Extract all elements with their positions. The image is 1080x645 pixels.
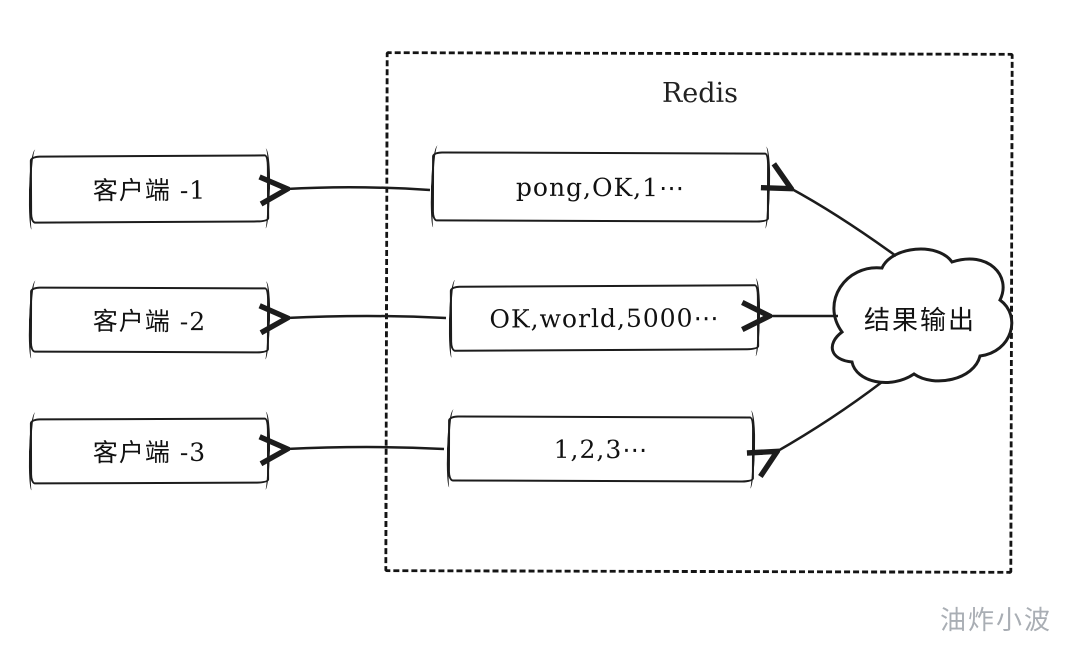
client-box-3: 客户端 -3 — [29, 417, 270, 485]
client-box-2-label: 客户端 -2 — [92, 306, 207, 337]
watermark-text: 油炸小波 — [939, 606, 1052, 636]
result-box-1-label: pong,OK,1⋯ — [515, 172, 686, 202]
result-box-2: OK,world,5000⋯ — [449, 284, 760, 352]
result-box-3-label: 1,2,3⋯ — [553, 434, 649, 464]
client-box-2: 客户端 -2 — [29, 286, 270, 354]
result-box-2-label: OK,world,5000⋯ — [489, 302, 720, 334]
client-box-3-label: 客户端 -3 — [92, 437, 207, 468]
output-cloud-label: 结果输出 — [863, 306, 976, 336]
client-box-1-label: 客户端 -1 — [92, 175, 207, 206]
result-box-3: 1,2,3⋯ — [447, 415, 755, 483]
redis-title: Redis — [661, 78, 739, 109]
client-box-1: 客户端 -1 — [29, 154, 270, 224]
result-box-1: pong,OK,1⋯ — [431, 151, 770, 223]
